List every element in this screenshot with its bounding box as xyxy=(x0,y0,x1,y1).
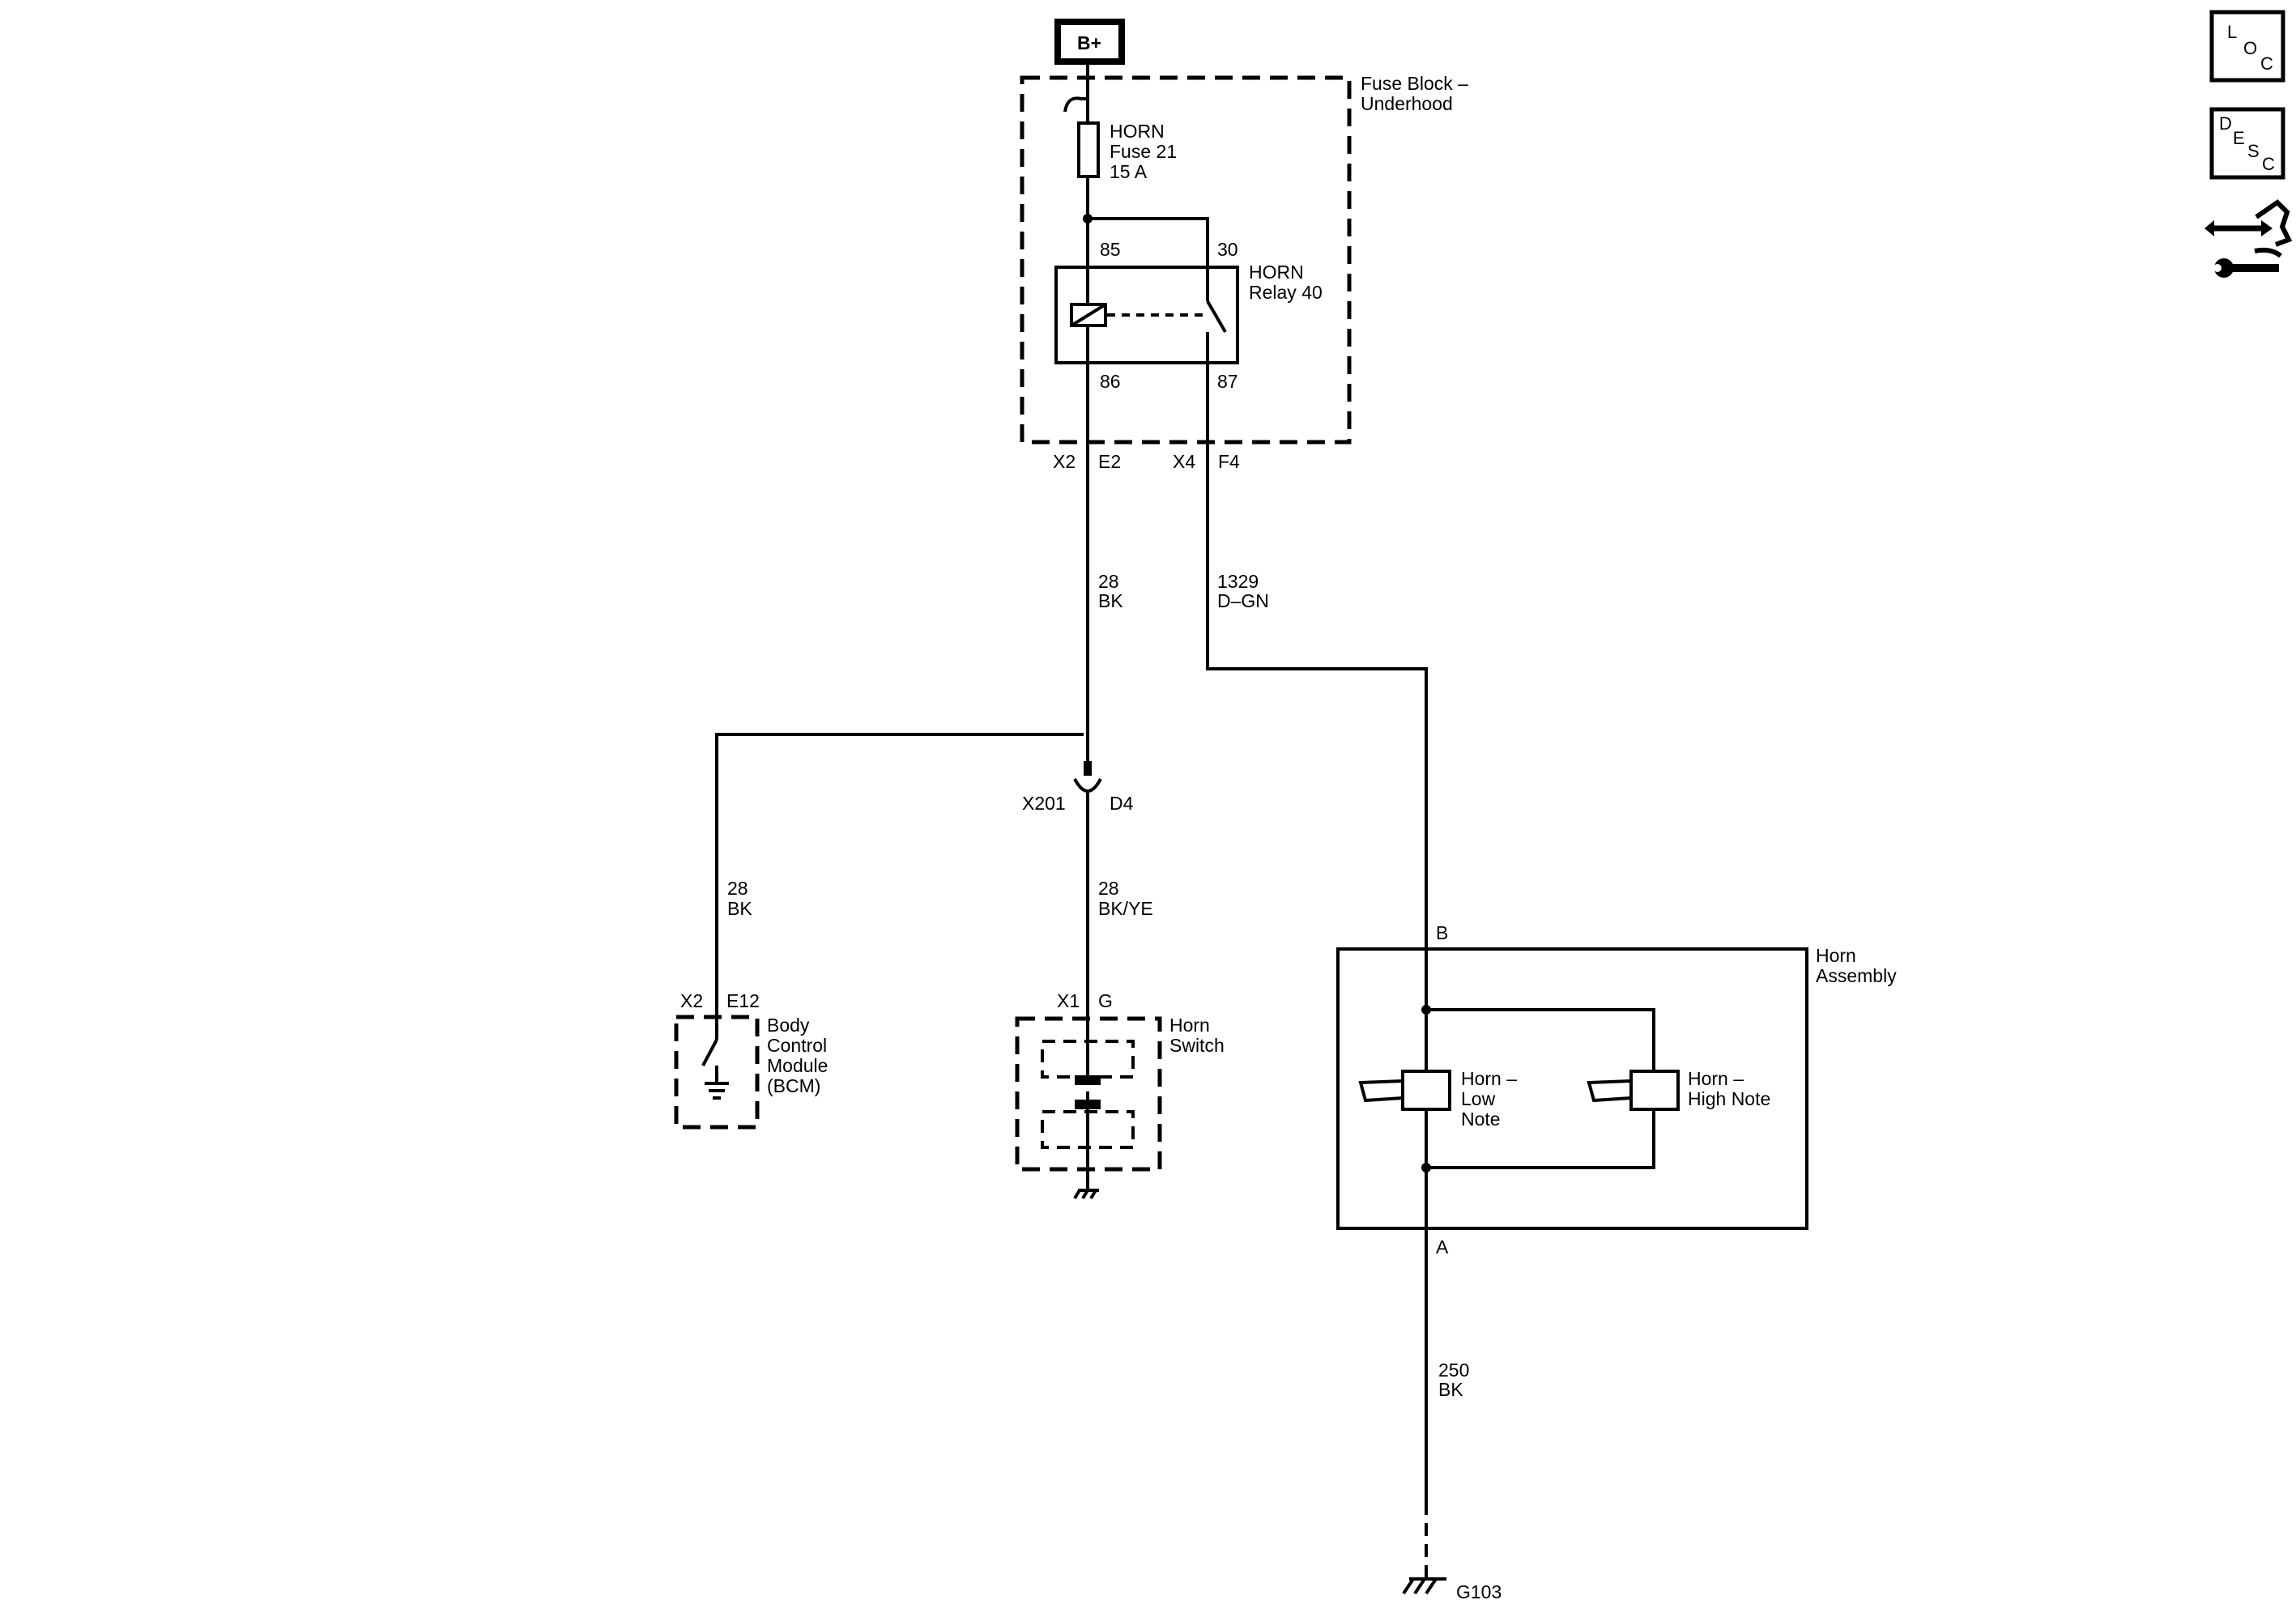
wire-high-return xyxy=(1426,1109,1655,1169)
horn-assembly-name-1: Horn xyxy=(1816,945,1856,966)
horn-high-label-1: Horn – xyxy=(1688,1068,1744,1089)
horn-splice-bottom xyxy=(1421,1163,1431,1172)
bcm-connector-x2: X2 xyxy=(680,990,703,1011)
relay-pin-85: 85 xyxy=(1100,239,1121,260)
bcm-label-1: Body xyxy=(767,1015,810,1036)
wire-28-bk-color: BK xyxy=(1098,590,1123,611)
battery-source-label: B+ xyxy=(1077,32,1101,53)
horn-low-label-3: Note xyxy=(1461,1108,1501,1130)
wire-28-bk-bcm-color: BK xyxy=(727,898,752,919)
connector-e2: E2 xyxy=(1098,451,1121,472)
wire-250-color: BK xyxy=(1438,1379,1463,1400)
wire-1329-circuit: 1329 xyxy=(1217,571,1259,592)
bcm-label-2: Control xyxy=(767,1035,827,1056)
horn-low-note-icon xyxy=(1358,1070,1451,1111)
horn-connector-b: B xyxy=(1436,922,1448,943)
horn-relay-40 xyxy=(1054,266,1239,364)
relay-coil-icon xyxy=(1070,267,1107,363)
horn-switch-label-1: Horn xyxy=(1169,1015,1210,1036)
description-button[interactable]: D E S C xyxy=(2209,107,2285,180)
location-button[interactable]: L O C xyxy=(2209,10,2285,83)
connector-x201: X201 xyxy=(1022,793,1066,814)
wire-250-circuit: 250 xyxy=(1438,1360,1469,1381)
connector-wrench-icon[interactable] xyxy=(2204,199,2293,278)
busbar-clip-icon xyxy=(1063,96,1088,113)
wire-1329-dgn xyxy=(1206,363,1428,949)
switch-connector-x1: X1 xyxy=(1057,990,1080,1011)
ground-g103-icon xyxy=(1402,1577,1446,1595)
connector-d4: D4 xyxy=(1110,793,1134,814)
battery-source: B+ xyxy=(1054,19,1125,65)
fuse-label-3: 15 A xyxy=(1110,161,1148,182)
bcm-connector-e12: E12 xyxy=(726,990,760,1011)
wire-28-bk-bcm-circuit: 28 xyxy=(727,878,748,899)
loc-letter-o: O xyxy=(2243,38,2257,58)
fuse-label-2: Fuse 21 xyxy=(1110,141,1177,162)
horn-high-label-2: High Note xyxy=(1688,1088,1770,1109)
desc-letter-c: C xyxy=(2262,154,2275,174)
desc-letter-d: D xyxy=(2219,113,2232,134)
desc-letter-s: S xyxy=(2247,141,2260,161)
fuse-label-1: HORN xyxy=(1110,121,1165,142)
wire-28-bk-bcm xyxy=(715,733,1084,1014)
loc-letter-l: L xyxy=(2227,22,2237,42)
connector-x4: X4 xyxy=(1173,451,1195,472)
chassis-ground-icon xyxy=(1073,1189,1099,1200)
horn-connector-a: A xyxy=(1436,1236,1449,1257)
switch-connector-g: G xyxy=(1098,990,1113,1011)
fuse-block-outline xyxy=(1020,75,1352,445)
bcm-label-3: Module xyxy=(767,1055,828,1076)
inline-connector-x201-icon xyxy=(1073,761,1102,793)
bcm-label-4: (BCM) xyxy=(767,1075,820,1096)
ground-g103-label: G103 xyxy=(1456,1581,1502,1602)
loc-letter-c: C xyxy=(2260,53,2273,74)
wire-1329-color: D–GN xyxy=(1217,590,1269,611)
bcm-low-side-driver-icon xyxy=(701,1014,729,1100)
wire-28-bkye-circuit: 28 xyxy=(1098,878,1119,899)
horn-assembly-name-2: Assembly xyxy=(1816,965,1897,986)
fuse-21-icon xyxy=(1077,121,1100,178)
relay-name-2: Relay 40 xyxy=(1249,282,1323,303)
horn-switch-label-2: Switch xyxy=(1169,1035,1225,1056)
horn-low-label-1: Horn – xyxy=(1461,1068,1517,1089)
fuse-block-name-2: Underhood xyxy=(1361,93,1453,114)
fuse-block-name-1: Fuse Block – xyxy=(1361,73,1468,94)
desc-letter-e: E xyxy=(2233,128,2245,148)
connector-f4: F4 xyxy=(1218,451,1240,472)
relay-contact-switch-icon xyxy=(1206,267,1227,363)
relay-pin-30: 30 xyxy=(1217,239,1238,260)
relay-name-1: HORN xyxy=(1249,262,1304,283)
horn-switch-button-icon xyxy=(1075,1075,1101,1109)
horn-low-label-2: Low xyxy=(1461,1088,1496,1109)
wire-28-bk-circuit: 28 xyxy=(1098,571,1119,592)
relay-pin-87: 87 xyxy=(1217,371,1238,392)
relay-pin-86: 86 xyxy=(1100,371,1121,392)
wire-to-relay-30 xyxy=(1088,217,1209,267)
wire-28-bkye-color: BK/YE xyxy=(1098,898,1153,919)
connector-x2: X2 xyxy=(1053,451,1076,472)
wire-to-high-note xyxy=(1426,1008,1655,1071)
horn-high-note-icon xyxy=(1587,1070,1680,1111)
horn-assembly-outline xyxy=(1336,947,1808,1230)
